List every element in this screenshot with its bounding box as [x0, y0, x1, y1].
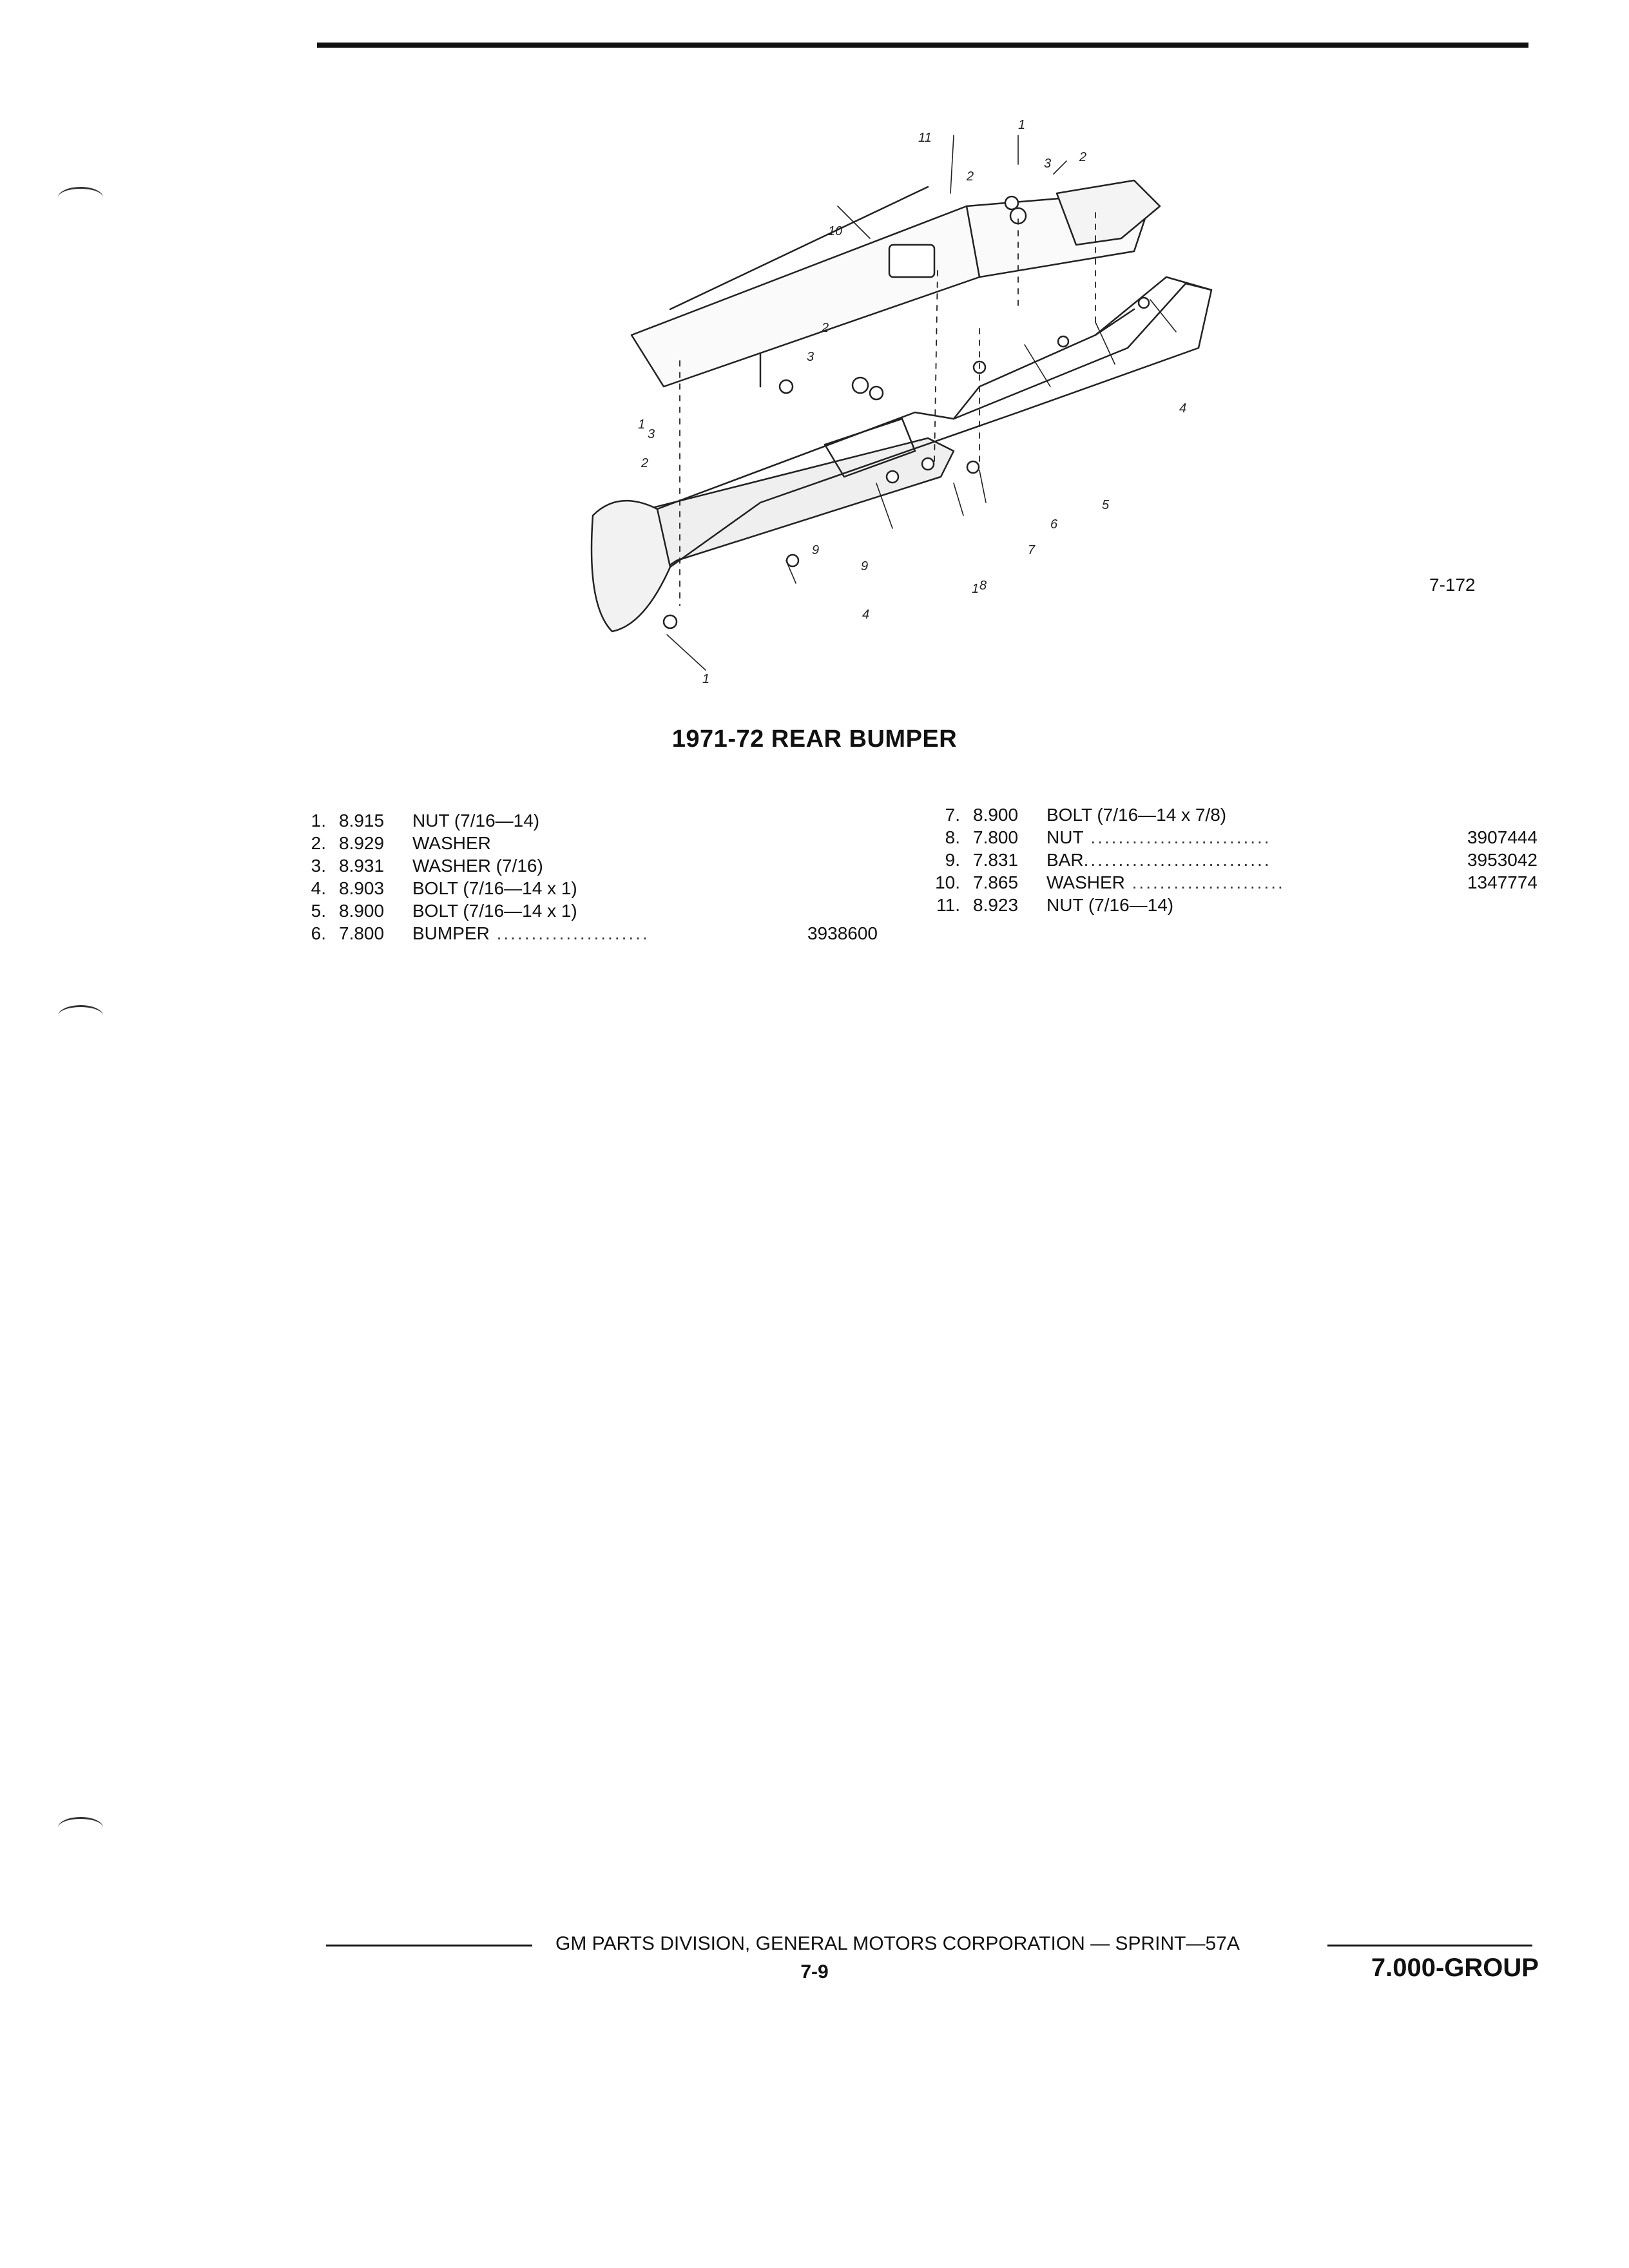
callout-4: 4 — [1179, 401, 1186, 416]
callout-1: 1 — [702, 672, 709, 686]
callout-1: 1 — [972, 582, 979, 596]
callout-2: 2 — [1079, 150, 1086, 164]
callout-2: 2 — [966, 169, 974, 184]
scan-artifact — [58, 187, 103, 208]
callout-3: 3 — [648, 427, 655, 441]
bumper — [590, 499, 671, 633]
scan-artifact — [58, 1817, 103, 1838]
callout-3: 3 — [1044, 157, 1051, 171]
callout-1: 1 — [1018, 118, 1025, 132]
callout-9: 9 — [861, 559, 868, 573]
callout-2: 2 — [641, 456, 648, 470]
callout-10: 10 — [828, 224, 842, 238]
callout-7: 7 — [1028, 543, 1036, 557]
callout-1: 1 — [638, 418, 645, 432]
callout-9: 9 — [812, 543, 819, 557]
page-title: 1971-72 REAR BUMPER — [671, 726, 958, 753]
callout-4: 4 — [862, 608, 869, 622]
right-bracket — [1055, 179, 1161, 246]
callout-5: 5 — [1102, 498, 1110, 512]
page-number: 7-9 — [800, 1961, 829, 1983]
callout-8: 8 — [979, 579, 987, 593]
callout-3: 3 — [807, 350, 814, 364]
footer-rule-left — [326, 1945, 532, 1946]
figure-number: 7-172 — [1429, 575, 1476, 595]
callout-6: 6 — [1050, 517, 1058, 532]
top-rule — [317, 43, 1528, 48]
footer-rule-right — [1327, 1945, 1532, 1946]
callout-11: 11 — [918, 131, 932, 145]
group-label: 7.000-GROUP — [1371, 1954, 1539, 1982]
rear-bumper-exploded-diagram: 1 1 1 1 2 2 2 2 3 3 3 4 4 5 6 7 8 9 9 10… — [590, 118, 1213, 686]
footer-publisher: GM PARTS DIVISION, GENERAL MOTORS CORPOR… — [555, 1933, 1240, 1954]
scan-artifact — [58, 1005, 103, 1026]
callout-2: 2 — [821, 321, 829, 335]
frame-rail — [630, 192, 1148, 388]
bumper-bar — [621, 437, 955, 594]
